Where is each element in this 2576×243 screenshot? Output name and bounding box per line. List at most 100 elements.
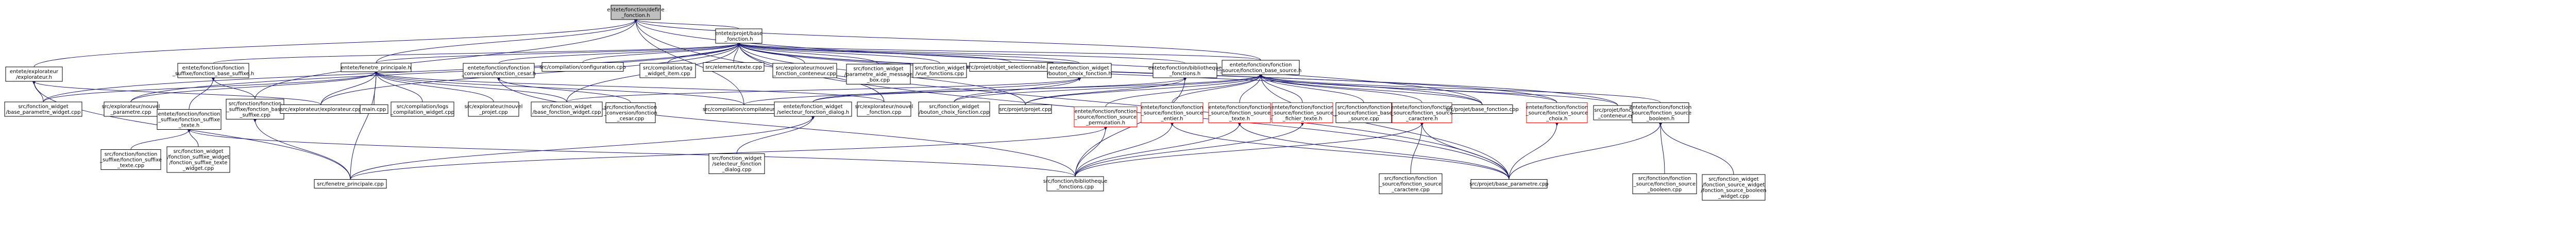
node-base-source-h[interactable]: entete/fonction/fonction_source/fonction… — [1219, 60, 1302, 75]
node-label: entete/fonction/fonction — [468, 65, 530, 71]
node-box — [1632, 102, 1689, 123]
node-box — [1392, 102, 1452, 123]
node-source-booleen-h[interactable]: entete/fonction/fonction_source/fonction… — [1629, 102, 1692, 123]
node-configuration-cpp[interactable]: src/compilation/configuration.cpp — [539, 62, 626, 72]
edge-fenetre-principale-h-to-fenetre-principale-cpp — [350, 71, 378, 180]
node-source-entier-h[interactable]: entete/fonction/fonction_source/fonction… — [1141, 102, 1204, 123]
node-source-booleen-widget-cpp[interactable]: src/fonction_widget/fonction_source_widg… — [1701, 174, 1767, 201]
node-label: /fonction_suffixe_texte — [170, 160, 228, 166]
node-base-fonction-widget-cpp[interactable]: src/fonction_widget/base_fonction_widget… — [531, 101, 603, 117]
node-bouton-choix-fonction-h[interactable]: entete/fonction_widget/bouton_choix_fonc… — [1047, 63, 1112, 78]
node-nouvel-fonction-cpp[interactable]: src/explorateur/nouvel_fonction.cpp — [855, 101, 913, 117]
node-label: _fonctions.h — [1169, 71, 1200, 77]
node-source-permutation-h[interactable]: entete/fonction/fonction_source/fonction… — [1074, 107, 1138, 127]
edge-explorateur-h-to-explorateur-cpp — [32, 81, 321, 105]
edge-base-source-h-to-compilateur-cpp — [743, 74, 1263, 105]
edge-fenetre-principale-h-to-nouvel-projet-cpp — [374, 71, 494, 102]
node-box — [1272, 102, 1333, 123]
node-selecteur-fonction-dialog-cpp[interactable]: src/fonction_widget/selecteur_fonction_d… — [708, 153, 765, 174]
edge-source-texte-h-to-base-parametre-cpp — [1238, 122, 1510, 180]
edge-base-source-h-to-fonction-conteneur-cpp — [1259, 74, 1618, 106]
edge-root-to-fenetre-principale-h — [376, 19, 638, 63]
node-fonction-cesar-cpp[interactable]: src/fonction/fonction_conversion/fonctio… — [603, 102, 657, 123]
node-selecteur-fonction-dialog-h[interactable]: entete/fonction_widget/selecteur_fonctio… — [774, 101, 852, 117]
node-projet-cpp[interactable]: src/projet/projet.cpp — [998, 105, 1052, 114]
node-box — [541, 62, 624, 72]
node-source-caractere-cpp[interactable]: src/fonction/fonction_source/fonction_so… — [1379, 173, 1443, 194]
node-box — [605, 102, 656, 123]
node-label: _fichier_texte.h — [1282, 116, 1323, 122]
node-box — [774, 101, 852, 117]
node-label: entete/explorateur — [10, 69, 59, 75]
node-root[interactable]: entete/fonction/define_fonction.h — [607, 5, 665, 20]
node-fenetre-principale-h[interactable]: entete/fenetre_principale.h — [341, 63, 412, 72]
node-base-parametre-widget-cpp[interactable]: src/fonction_widget/base_parametre_widge… — [4, 101, 82, 117]
node-fenetre-principale-cpp[interactable]: src/fenetre_principale.cpp — [314, 179, 387, 188]
node-source-choix-h[interactable]: entete/fonction/fonction_source/fonction… — [1526, 102, 1588, 123]
node-box — [157, 109, 222, 130]
node-parametre-aide-message-box-cpp[interactable]: src/fonction_widget/parametre_aide_messa… — [844, 64, 912, 84]
node-fonction-base-suffixe-cpp[interactable]: src/fonction/fonction_suffixe/fonction_b… — [226, 99, 284, 119]
node-source-texte-h[interactable]: entete/fonction/fonction_source/fonction… — [1208, 102, 1271, 123]
node-fonction-source-fichier-texte-h[interactable]: entete/fonction/fonction_source/fonction… — [1271, 102, 1334, 123]
node-fonction-source-booleen-cpp[interactable]: src/fonction/fonction_source/fonction_so… — [1632, 173, 1697, 194]
node-tag-widget-item-cpp[interactable]: src/compilation/tag_widget_item.cpp — [639, 63, 696, 78]
node-texte-cpp[interactable]: src/element/texte.cpp — [703, 62, 765, 72]
node-label: /bouton_choix_fonction.cpp — [919, 110, 989, 115]
edge-fenetre-principale-h-to-nouvel-fonction-cpp — [374, 71, 885, 102]
node-label: _fonction.cpp — [866, 110, 901, 115]
node-objet-selectionnable-cpp[interactable]: src/projet/objet_selectionnable.cpp — [967, 62, 1057, 72]
node-label: entete/fonction/fonction — [1391, 105, 1453, 111]
edge-base-fonction-h-to-configuration-cpp — [582, 43, 741, 63]
node-label: _conversion/fonction_cesar.h — [461, 71, 536, 77]
node-source-caractere-h[interactable]: entete/fonction/fonction_source/fonction… — [1391, 102, 1453, 123]
node-bouton-choix-fonction-cpp[interactable]: src/fonction_widget/bouton_choix_fonctio… — [918, 101, 990, 117]
node-nouvel-fonction-conteneur-cpp[interactable]: src/explorateur/nouvel_fonction_conteneu… — [772, 63, 837, 78]
node-label: _caractere.cpp — [1391, 187, 1430, 193]
node-nouvel-parametre-cpp[interactable]: src/explorateur/nouvel_parametre.cpp — [102, 101, 160, 117]
node-fonction-suffixe-texte-h[interactable]: entete/fonction/fonction_suffixe/fonctio… — [157, 109, 222, 130]
edge-root-to-base-parametre-cpp — [634, 19, 1510, 180]
edge-fenetre-principale-h-to-logs-compilation-widget-cpp — [374, 71, 423, 102]
node-label: _source/fonction_source — [1633, 182, 1696, 187]
node-bibliotheque-fonctions-cpp[interactable]: src/fonction/bibliotheque_fonctions.cpp — [1043, 176, 1107, 192]
node-label: src/fonction/fonction — [229, 101, 282, 107]
edge-selecteur-fonction-dialog-h-to-selecteur-fonction-dialog-cpp — [736, 116, 815, 154]
node-label: /fonction_source_booleen — [1701, 188, 1766, 194]
node-label: /selecteur_fonction — [712, 162, 761, 167]
node-label: entete/fonction_widget — [783, 104, 842, 110]
node-vue-fonctions-cpp[interactable]: src/fonction_widget/vue_fonctions.cpp — [912, 63, 967, 78]
node-base-fonction-h[interactable]: entete/projet/base_fonction.h — [715, 28, 762, 44]
node-box — [1046, 176, 1104, 192]
node-label: src/explorateur/nouvel — [102, 104, 160, 110]
node-bibliotheque-fonctions-h[interactable]: entete/fonction/bibliotheque_fonctions.h — [1148, 63, 1222, 78]
node-logs-compilation-widget-cpp[interactable]: src/compilation/logs_compilation_widget.… — [390, 101, 454, 117]
node-label: _booleen.cpp — [1647, 187, 1682, 193]
node-fonction-suffixe-texte-cpp[interactable]: src/fonction/fonction_suffixe/fonction_s… — [99, 149, 162, 170]
edge-base-fonction-h-to-base-parametre-widget-cpp — [43, 43, 741, 102]
node-compilateur-cpp[interactable]: src/compilation/compilateur.cpp — [703, 105, 785, 114]
node-label: _widget.cpp — [182, 166, 214, 171]
node-box — [104, 101, 158, 117]
node-base-fonction-cpp[interactable]: src/projet/base_fonction.cpp — [1446, 105, 1519, 114]
nodes: entete/fonction/define_fonction.h entete/… — [4, 5, 1767, 201]
node-explorateur-h[interactable]: entete/explorateur/explorateur.h — [5, 66, 63, 82]
node-base-suffixe-h[interactable]: entete/fonction/fonction_suffixe/fonctio… — [172, 63, 254, 78]
node-fonction-base-source-cpp[interactable]: src/fonction/fonction_source/fonction_ba… — [1334, 102, 1393, 123]
node-nouvel-projet-cpp[interactable]: src/explorateur/nouvel_projet.cpp — [465, 101, 523, 117]
node-explorateur-cpp[interactable]: src/explorateur/explorateur.cpp — [280, 105, 362, 114]
node-label: src/fonction/fonction — [105, 152, 158, 158]
node-label: /vue_fonctions.cpp — [916, 71, 964, 77]
node-label: _fonctions.cpp — [1056, 184, 1094, 190]
node-main-cpp[interactable]: main.cpp — [360, 105, 388, 114]
node-label: src/fonction_widget — [929, 104, 979, 110]
edge-base-fonction-h-to-base-suffixe-h — [213, 43, 741, 64]
node-conversion-cesar-h[interactable]: entete/fonction/fonction_conversion/fonc… — [461, 63, 536, 78]
node-label: _widget.cpp — [1718, 194, 1749, 199]
node-suffixe-texte-widget-cpp[interactable]: src/fonction_widget/fonction_suffixe_wid… — [166, 146, 230, 173]
node-base-parametre-cpp[interactable]: src/projet/base_parametre.cpp — [1469, 179, 1549, 188]
node-box — [360, 105, 388, 114]
node-box — [1526, 102, 1588, 123]
node-box — [1141, 102, 1204, 123]
node-label: _suffixe.cpp — [239, 113, 270, 118]
